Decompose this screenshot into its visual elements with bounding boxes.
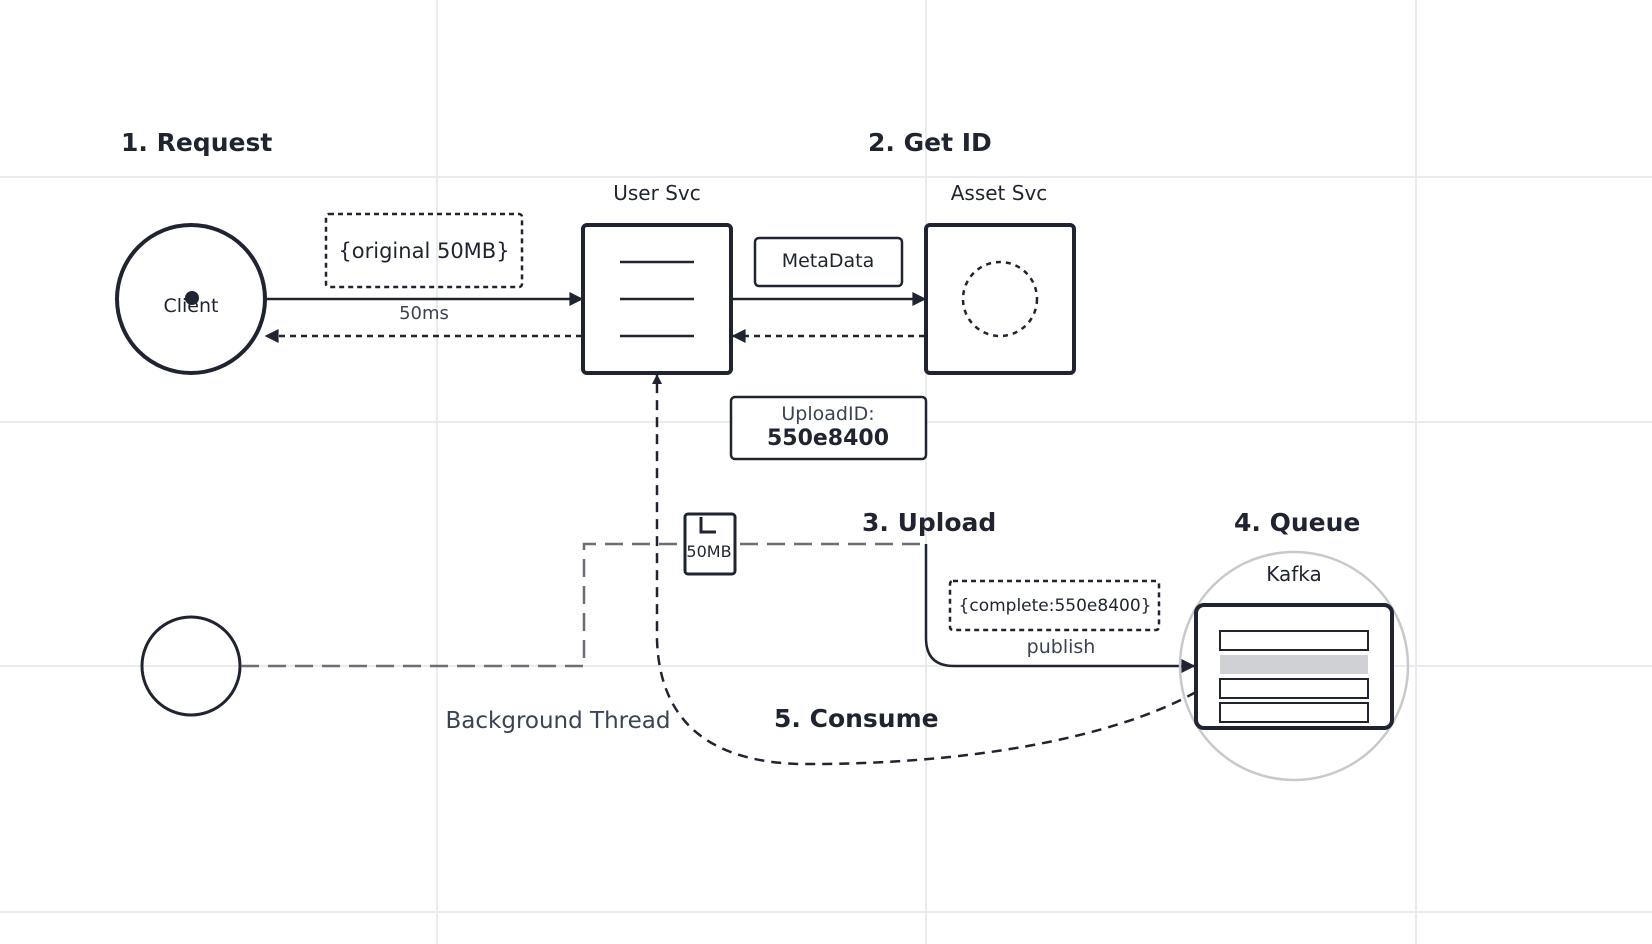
publish-label: publish [1027,636,1096,658]
consume-arrow [652,374,1197,766]
kafka-halo [1178,550,1410,782]
original-payload-text: {original 50MB} [338,239,509,263]
step-title-request: 1. Request [121,128,272,157]
metadata-box [753,236,904,288]
step-title-queue: 4. Queue [1234,508,1360,537]
file-size-label: 50MB [686,542,731,561]
kafka-partition-4 [1219,702,1369,723]
asset-svc-box [924,223,1076,375]
kafka-label: Kafka [1266,562,1322,586]
step-title-upload: 3. Upload [862,508,996,537]
asset-svc-dashed-circle [961,260,1039,338]
complete-payload-text: {complete:550e8400} [959,596,1152,616]
background-upload-path [241,542,926,668]
kafka-node[interactable]: Kafka [1178,550,1410,782]
publish-arrow [924,544,1196,673]
client-node[interactable]: Client [115,223,267,375]
user-svc-label: User Svc [613,181,700,205]
metadata-text: MetaData [782,250,875,272]
asset-svc-label: Asset Svc [951,181,1048,205]
user-svc-node[interactable] [581,223,733,375]
kafka-partition-3 [1219,678,1369,699]
kafka-partition-1 [1219,630,1369,651]
upload-id-box [729,395,928,461]
step-title-get-id: 2. Get ID [868,128,992,157]
background-client-node[interactable] [140,615,242,717]
complete-payload-box [948,579,1161,632]
client-dot [185,291,199,305]
asset-svc-node[interactable] [924,223,1076,375]
file-icon: 50MB [683,512,737,576]
client-label: Client [163,295,218,317]
upload-id-label: UploadID: [781,403,874,425]
background-thread-label: Background Thread [446,708,671,734]
upload-id-value: 550e8400 [767,426,889,451]
client-circle [115,223,267,375]
original-payload-box [324,212,524,289]
step-title-consume: 5. Consume [774,704,939,733]
kafka-partition-2 [1220,655,1368,674]
latency-label: 50ms [399,303,449,324]
